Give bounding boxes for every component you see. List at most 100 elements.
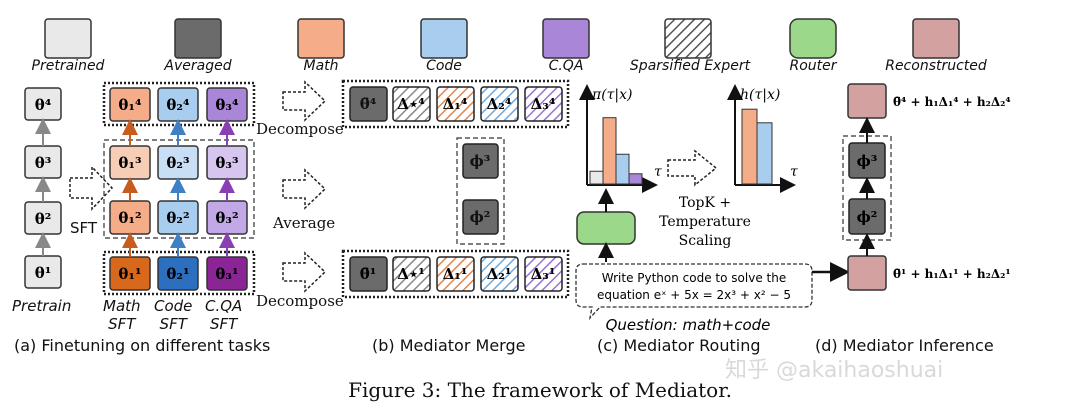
pi-bars-bar-1: [589, 170, 604, 185]
delta-code-top: Δ₂⁴: [487, 95, 512, 113]
h-tau-label: τ: [790, 164, 798, 180]
math-block-4: θ₁⁴: [118, 96, 142, 114]
cqa-block-3: θ₃³: [215, 154, 238, 172]
merge-bottom-group: [341, 249, 570, 299]
delta-star-bottom: Δ⋆¹: [397, 265, 425, 283]
legend-label-reconstructed: Reconstructed: [885, 58, 987, 74]
legend: [44, 18, 960, 59]
pi-tau-label: τ: [654, 164, 662, 180]
h-bars-bar-1: [741, 108, 758, 185]
delta-math-top: Δ₁⁴: [443, 95, 468, 113]
col-label-cqa: C.QA SFT: [205, 297, 243, 333]
code-block-3: θ₂³: [166, 154, 189, 172]
question-line-1: Write Python code to solve the: [602, 271, 786, 285]
legend-label-math: Math: [303, 58, 339, 74]
panel-d: ϕ³ ϕ² θ̄⁴ + h₁Δ₁⁴ + h₂Δ₂⁴ θ̄¹ + h₁Δ₁¹ + …: [842, 83, 1011, 291]
legend-label-sparsified: Sparsified Expert: [629, 58, 751, 74]
question-tag: Question: math+code: [606, 316, 771, 334]
pretrain-column: θ⁴ θ³ θ² θ¹: [24, 87, 62, 289]
sft-arrow: [69, 165, 114, 211]
delta-code-bottom: Δ₂¹: [487, 265, 512, 283]
subtitle-c: (c) Mediator Routing: [597, 336, 761, 355]
col-label-math: Math SFT: [103, 297, 141, 333]
topk-line-3: Scaling: [679, 233, 732, 249]
pi-histogram: [589, 117, 643, 185]
merged-base-bottom: θ̄¹: [360, 265, 377, 283]
pi-label: π(τ|x): [591, 87, 632, 103]
average-arrow: [282, 168, 327, 210]
legend-swatch-averaged: [174, 18, 222, 59]
merged-base-top: θ̄⁴: [360, 95, 377, 113]
legend-label-cqa: C.QA: [548, 58, 584, 74]
pretrain-block-3: θ³: [35, 154, 52, 172]
code-block-2: θ₂²: [166, 209, 189, 227]
figure-caption: Figure 3: The framework of Mediator.: [348, 378, 732, 402]
question-line-2: equation eˣ + 5x = 2x³ + x² − 5: [597, 288, 791, 302]
legend-swatch-code: [420, 18, 468, 59]
h-label: h(τ|x): [740, 87, 780, 103]
decompose-arrow-bottom: [282, 251, 327, 293]
cqa-column: θ₃⁴ θ₃³ θ₃² θ₃¹: [206, 87, 248, 291]
pi-bars-bar-3: [615, 153, 630, 185]
panel-a: θ⁴ θ³ θ² θ¹ θ₁⁴ θ₁³ θ₁² θ₁¹: [24, 81, 256, 296]
code-block-1: θ₂¹: [166, 265, 189, 283]
subtitle-b: (b) Mediator Merge: [372, 336, 526, 355]
delta-cqa-top: Δ₃⁴: [531, 95, 556, 113]
legend-label-router: Router: [789, 58, 837, 74]
legend-label-averaged: Averaged: [164, 58, 232, 74]
decompose-arrow-top: [282, 80, 327, 122]
cqa-block-1: θ₃¹: [215, 265, 238, 283]
merge-phi-group: [456, 137, 505, 245]
legend-swatch-sparsified: [664, 18, 712, 59]
reconstructed-bottom-formula: θ̄¹ + h₁Δ₁¹ + h₂Δ₂¹: [893, 267, 1011, 281]
inference-phi-3: ϕ³: [857, 152, 878, 170]
merge-top-group: [341, 79, 570, 129]
h-histogram: [741, 108, 773, 185]
subtitle-d: (d) Mediator Inference: [815, 336, 994, 355]
panel-b: θ̄⁴ Δ⋆⁴ Δ₁⁴ Δ₂⁴ Δ₃⁴ ϕ³ ϕ² θ̄¹ Δ⋆¹ Δ₁¹ Δ₂…: [341, 79, 570, 299]
merge-phi-2: ϕ²: [470, 208, 491, 226]
decompose-label-top: Decompose: [256, 120, 344, 138]
math-block-1: θ₁¹: [118, 265, 141, 283]
legend-swatch-math: [297, 18, 345, 59]
watermark: 知乎 @akaihaoshuai: [725, 358, 944, 383]
pi-bars-bar-2: [602, 117, 617, 185]
reconstructed-top-formula: θ̄⁴ + h₁Δ₁⁴ + h₂Δ₂⁴: [893, 95, 1011, 109]
math-block-2: θ₁²: [118, 209, 141, 227]
subtitle-a: (a) Finetuning on different tasks: [14, 336, 271, 355]
router-block: [576, 211, 636, 245]
pretrain-block-1: θ¹: [35, 264, 52, 282]
pretrain-block-2: θ²: [35, 210, 52, 228]
code-block-4: θ₂⁴: [166, 96, 190, 114]
col-label-code: Code SFT: [154, 297, 193, 333]
sft-label: SFT: [70, 219, 98, 237]
delta-cqa-bottom: Δ₃¹: [531, 265, 556, 283]
legend-label-code: Code: [426, 58, 462, 74]
delta-star-top: Δ⋆⁴: [397, 95, 425, 113]
topk-line-1: TopK +: [679, 195, 731, 211]
reconstructed-bottom: [847, 255, 887, 291]
cqa-block-4: θ₃⁴: [215, 96, 239, 114]
panel-c: π(τ|x) τ TopK + Temperature Scaling h(τ|…: [575, 84, 850, 334]
math-block-3: θ₁³: [118, 154, 141, 172]
inference-phi-2: ϕ²: [857, 208, 878, 226]
pretrain-block-4: θ⁴: [35, 96, 52, 114]
cqa-block-2: θ₃²: [215, 209, 238, 227]
pi-bars-bar-4: [628, 173, 643, 185]
col-label-pretrain: Pretrain: [12, 297, 72, 315]
question-bubble: [575, 263, 813, 321]
h-bars-bar-2: [756, 122, 773, 185]
topk-line-2: Temperature: [659, 214, 751, 230]
reconstructed-top: [847, 83, 887, 119]
legend-label-pretrained: Pretrained: [31, 58, 105, 74]
panel-b-arrows: [282, 80, 327, 293]
legend-swatch-cqa: [542, 18, 590, 59]
legend-swatch-reconstructed: [912, 18, 960, 59]
topk-arrow: [667, 149, 718, 187]
merge-phi-3: ϕ³: [470, 152, 491, 170]
delta-math-bottom: Δ₁¹: [443, 265, 468, 283]
decompose-label-bottom: Decompose: [256, 292, 344, 310]
code-column: θ₂⁴ θ₂³ θ₂² θ₂¹: [157, 87, 199, 291]
math-column: θ₁⁴ θ₁³ θ₁² θ₁¹: [109, 87, 151, 291]
